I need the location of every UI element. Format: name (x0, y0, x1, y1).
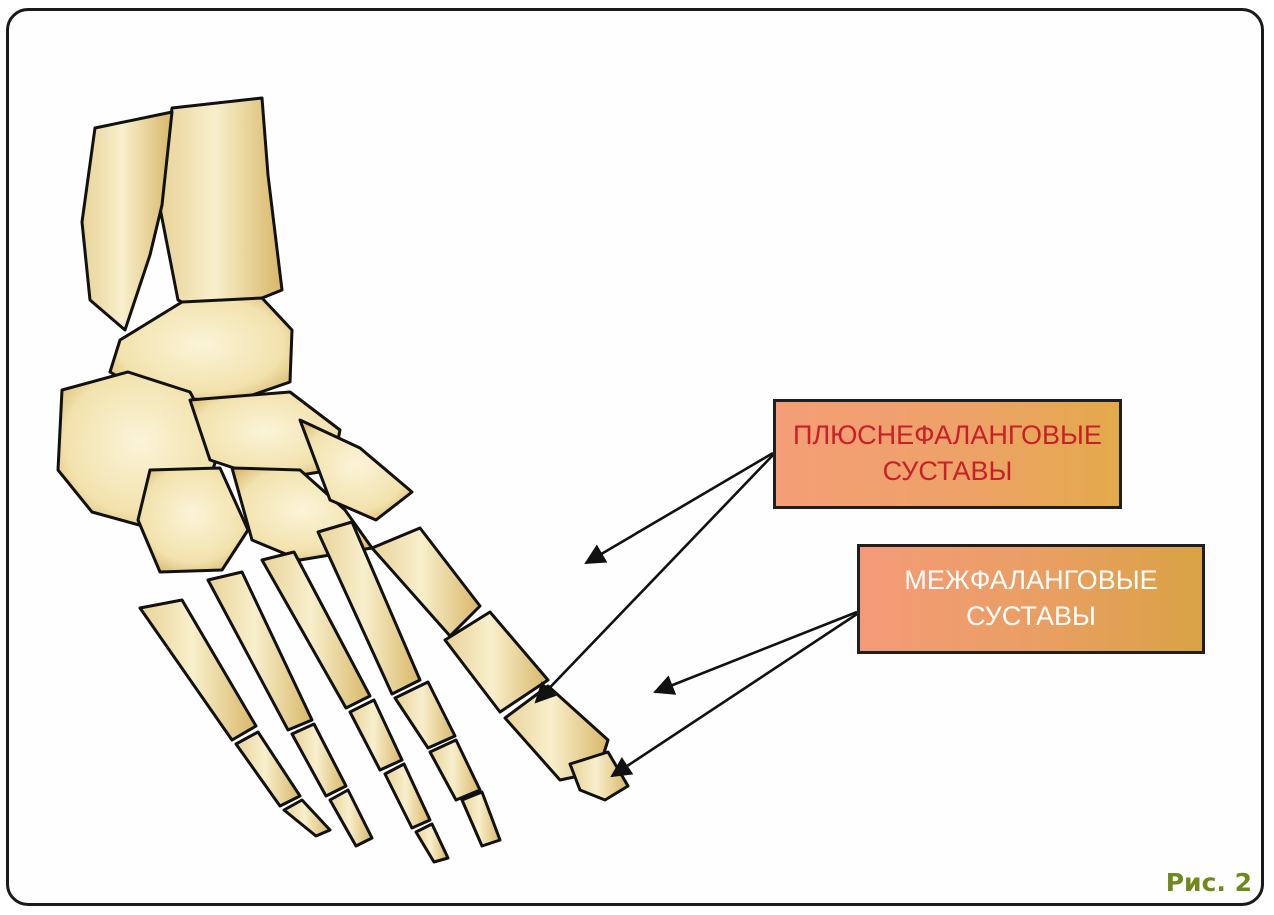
interphalangeal-joints-label: МЕЖФАЛАНГОВЫЕ СУСТАВЫ (857, 544, 1205, 654)
metatarsophalangeal-joints-label: ПЛЮСНЕФАЛАНГОВЫЕ СУСТАВЫ (773, 399, 1122, 509)
arrow-to-mtp-joints-1 (586, 453, 773, 563)
figure-label: Рис. 2 (1166, 868, 1252, 897)
ip-label-line-1: МЕЖФАЛАНГОВЫЕ (904, 563, 1157, 599)
mtp-label-line-2: СУСТАВЫ (793, 454, 1102, 490)
cuboid-bone (138, 468, 248, 572)
ip-label-line-2: СУСТАВЫ (904, 599, 1157, 635)
fibula-bone (82, 112, 172, 330)
tibia-bone (160, 98, 282, 318)
mtp-label-line-1: ПЛЮСНЕФАЛАНГОВЫЕ (793, 418, 1102, 454)
arrow-to-mtp-joints-2 (536, 455, 773, 702)
arrow-to-ip-joints-2 (612, 614, 857, 776)
